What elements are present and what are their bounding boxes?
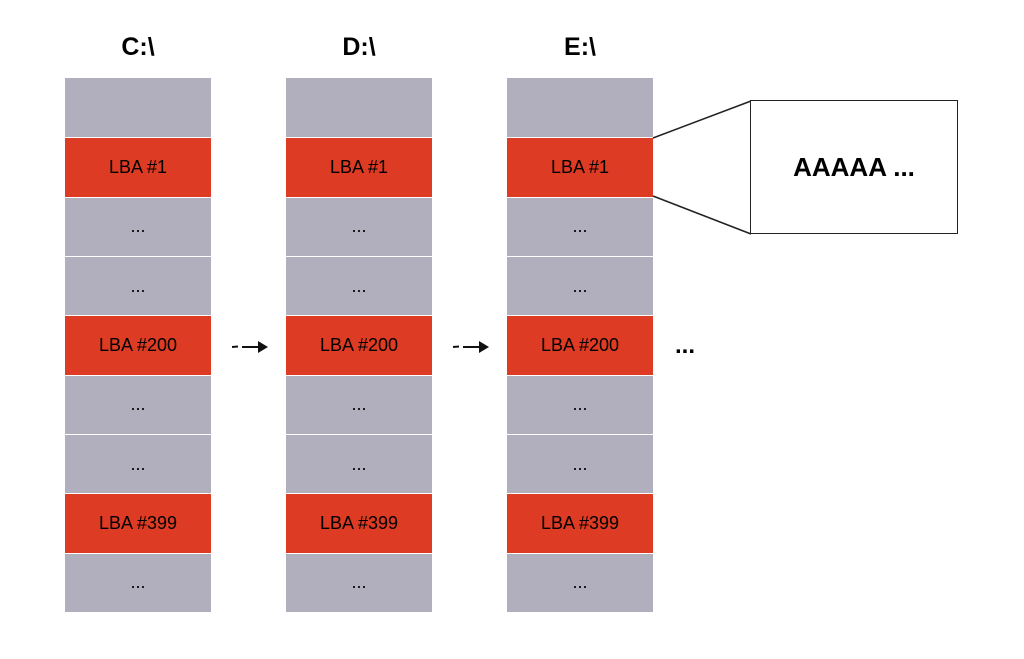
lba-block: ... — [286, 552, 432, 612]
lba-block-highlighted: LBA #399 — [507, 493, 653, 553]
lba-block-highlighted: LBA #200 — [507, 315, 653, 375]
lba-block — [65, 78, 211, 138]
drive-title-d: D:\ — [342, 33, 376, 61]
lba-block: ... — [65, 374, 211, 434]
drive-column-e: LBA #1......LBA #200......LBA #399... — [507, 78, 653, 612]
right-arrow-icon — [452, 341, 489, 353]
lba-block-highlighted: LBA #399 — [65, 493, 211, 553]
lba-block — [286, 78, 432, 138]
drive-title-c: C:\ — [121, 33, 155, 61]
continuation-ellipsis: ... — [675, 332, 696, 359]
drive-column-c: LBA #1......LBA #200......LBA #399... — [65, 78, 211, 612]
lba-block — [507, 78, 653, 138]
lba-block-highlighted: LBA #200 — [286, 315, 432, 375]
lba-block: ... — [65, 433, 211, 494]
block-content-text: AAAAA ... — [793, 151, 915, 182]
lba-block: ... — [286, 255, 432, 316]
lba-block: ... — [65, 255, 211, 316]
lba-block: ... — [65, 552, 211, 612]
right-arrow-icon — [231, 341, 268, 353]
lba-block-highlighted: LBA #399 — [286, 493, 432, 553]
lba-block-highlighted: LBA #200 — [65, 315, 211, 375]
lba-block: ... — [507, 374, 653, 434]
lba-block: ... — [286, 433, 432, 494]
lba-block: ... — [286, 374, 432, 434]
lba-block: ... — [507, 552, 653, 612]
drive-title-e: E:\ — [564, 33, 596, 61]
drive-column-d: LBA #1......LBA #200......LBA #399... — [286, 78, 432, 612]
block-content-zoom: AAAAA ... — [750, 100, 958, 234]
lba-block: ... — [65, 196, 211, 256]
lba-block-highlighted: LBA #1 — [507, 137, 653, 197]
lba-block: ... — [507, 255, 653, 316]
lba-block-highlighted: LBA #1 — [65, 137, 211, 197]
lba-block: ... — [286, 196, 432, 256]
lba-block: ... — [507, 196, 653, 256]
lba-block-highlighted: LBA #1 — [286, 137, 432, 197]
lba-block: ... — [507, 433, 653, 494]
